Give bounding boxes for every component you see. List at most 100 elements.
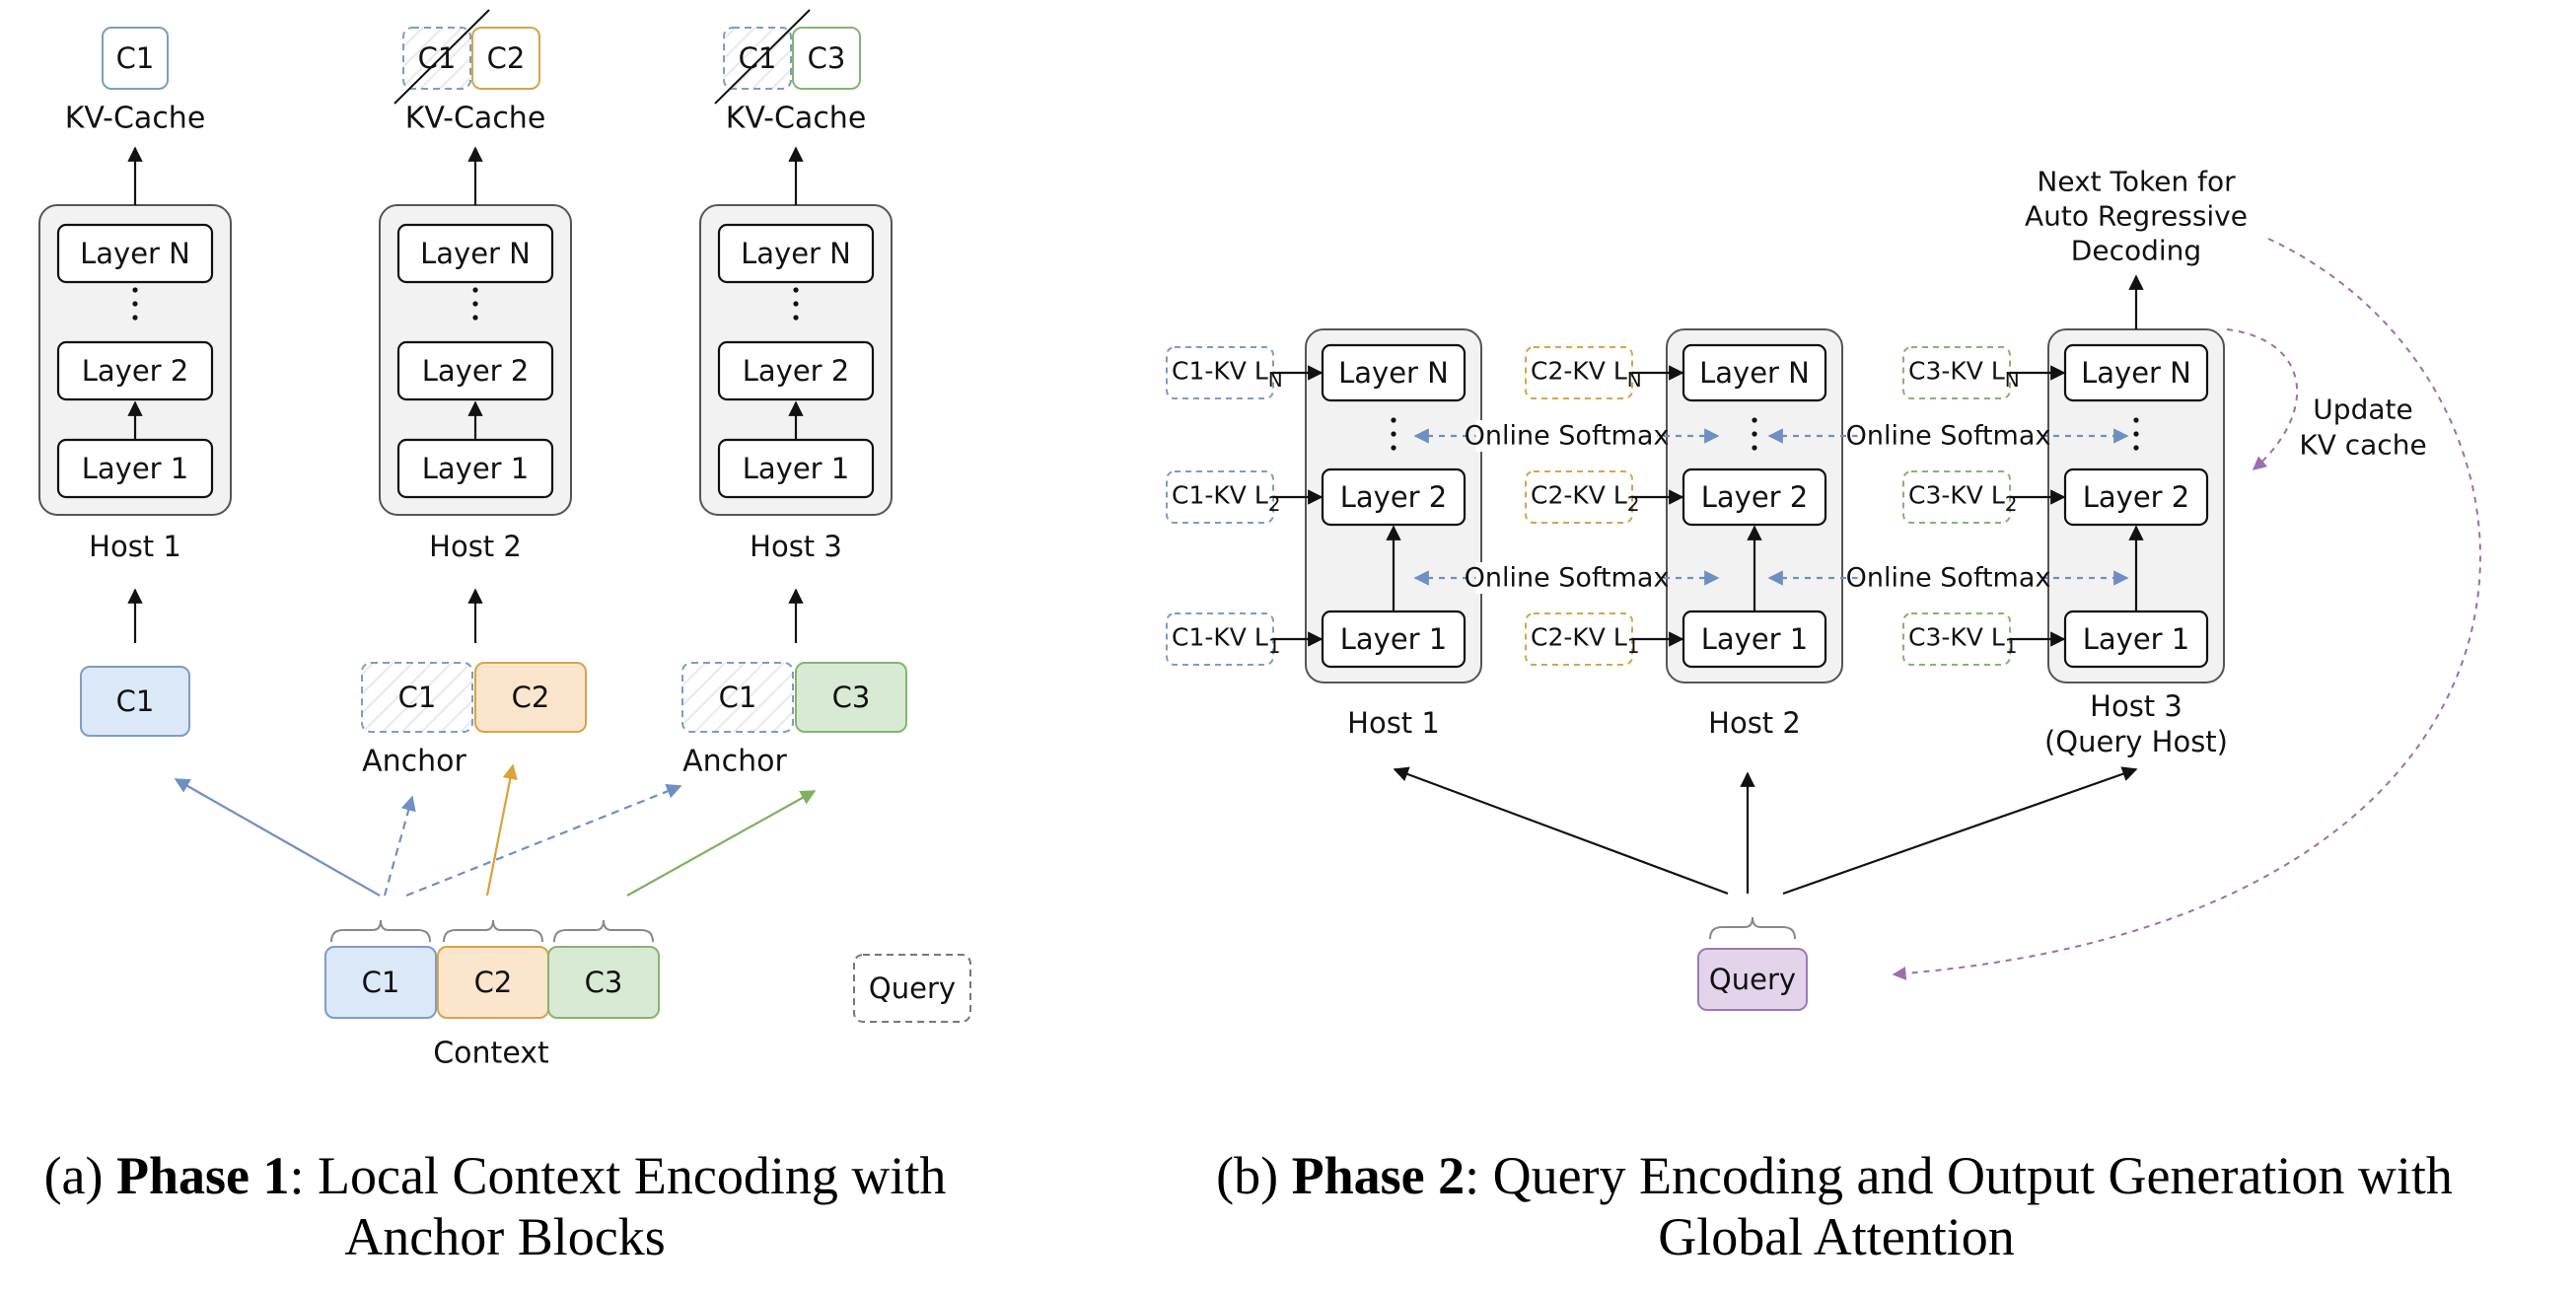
phase1-input-c2-label: C2 — [512, 681, 550, 714]
phase2-kv-subscript: 1 — [1268, 634, 1281, 658]
phase1-layer-2: Layer 2 — [717, 340, 875, 401]
phase1-layer-2: Layer 2 — [56, 340, 214, 401]
phase1-arrow-c3-host3 — [626, 790, 817, 897]
caption-a-line2: Anchor Blocks — [344, 1207, 665, 1266]
phase2-layer-1: Layer 1 — [1321, 610, 1467, 669]
phase2-layer-n: Layer N — [2063, 343, 2209, 402]
phase1-layer-2-label: Layer 2 — [422, 354, 530, 388]
phase1-layer-2: Layer 2 — [396, 340, 554, 401]
phase1-input-c1-label: C1 — [116, 684, 155, 718]
phase2-kv-subscript: 1 — [2005, 634, 2018, 658]
phase1-kv-block-c2: C2 — [471, 27, 540, 90]
phase2-layer-1-label: Layer 1 — [1340, 622, 1448, 656]
softmax-label-bg — [1475, 420, 1658, 452]
phase1-kv-block-c1-label: C1 — [116, 41, 155, 75]
phase2-kv-block: C2-KV LN — [1525, 346, 1684, 399]
phase1-kvcache-label: KV-Cache — [65, 102, 206, 136]
phase1-query-block-label: Query — [869, 971, 956, 1005]
phase1-layer-2-label: Layer 2 — [82, 354, 189, 388]
phase2-query-block: Query — [1697, 948, 1808, 1011]
phase2-kv-block: C3-KV L1 — [1902, 612, 2066, 666]
phase1-layer-1: Layer 1 — [396, 438, 554, 499]
phase1-layer-1-label: Layer 1 — [422, 452, 530, 485]
phase1-host-label: Host 2 — [429, 530, 522, 563]
phase2-arrow-host3 — [1782, 766, 2138, 896]
phase2-layer-1: Layer 1 — [1682, 610, 1827, 669]
phase2-kv-subscript: N — [1268, 368, 1283, 392]
phase2-kv-subscript: N — [2005, 368, 2020, 392]
phase1-context-c1-label: C1 — [362, 966, 400, 999]
phase2-host-label: Host 1 — [1347, 706, 1440, 740]
phase1-context-brace-c1 — [330, 919, 431, 943]
phase1-kvcache-label: KV-Cache — [405, 102, 546, 136]
phase1-kv-strike — [714, 9, 811, 105]
phase2-host-label: Host 3 — [2090, 689, 2182, 723]
phase2-layer-n-label: Layer N — [2081, 356, 2191, 390]
phase2-layer-n-label: Layer N — [1338, 356, 1449, 390]
phase1-input-anchor: C1 — [361, 662, 473, 733]
phase2-kv-subscript: 2 — [1268, 492, 1281, 516]
phase1-context-c2-label: C2 — [474, 966, 513, 999]
phase2-kv-subscript: 2 — [2005, 492, 2018, 516]
phase1-kv-block-c3: C3 — [792, 27, 861, 90]
phase2-host-label: Host 2 — [1708, 706, 1801, 740]
phase2-kv-block: C1-KV L1 — [1166, 612, 1324, 666]
phase1-layer-dots — [472, 287, 478, 321]
online-softmax-label: Online Softmax — [1465, 563, 1670, 594]
phase2-query-block-label: Query — [1709, 963, 1796, 996]
phase1-input-c1: C1 — [80, 666, 190, 737]
phase1-kv-strike — [394, 9, 490, 105]
phase2-layer-2: Layer 2 — [2063, 467, 2209, 527]
phase1-context-brace-c3 — [553, 919, 654, 943]
phase2-layer-2-label: Layer 2 — [1701, 480, 1809, 514]
phase2-next-token-line-2: Auto Regressive — [2025, 200, 2248, 233]
phase2-next-token-line-3: Decoding — [2071, 235, 2201, 267]
phase1-anchor-label: Anchor — [362, 745, 466, 779]
phase2-arrow-host1 — [1393, 766, 1729, 896]
phase2-layer-2: Layer 2 — [1682, 467, 1827, 527]
caption-b-line2: Global Attention — [1658, 1207, 2014, 1266]
phase2-layer-dots — [1391, 417, 1396, 451]
phase2-feedback-arrow — [1892, 238, 2481, 980]
phase1-context-label: Context — [433, 1037, 549, 1071]
phase1-arrow-c1-anchor2 — [383, 795, 416, 897]
phase1-kv-block-c1: C1 — [102, 27, 169, 90]
softmax-label-bg — [1475, 562, 1658, 594]
phase2-host3-sublabel: (Query Host) — [2044, 725, 2228, 758]
phase2-layer-1-label: Layer 1 — [2083, 622, 2190, 656]
online-softmax-label: Online Softmax — [1465, 421, 1670, 452]
phase1-context-c3: C3 — [547, 946, 660, 1019]
phase2-layer-1: Layer 1 — [2063, 610, 2209, 669]
softmax-label-bg — [1857, 562, 2039, 594]
phase2-kv-subscript: 2 — [1627, 492, 1640, 516]
phase2-layer-n: Layer N — [1321, 343, 1467, 402]
phase1-context-c1: C1 — [324, 946, 437, 1019]
phase1-context-brace-c2 — [443, 919, 543, 943]
phase1-kv-block-anchor-label: C1 — [739, 41, 777, 75]
online-softmax-label: Online Softmax — [1846, 563, 2051, 594]
phase1-context-c2: C2 — [437, 946, 549, 1019]
phase1-input-anchor-label: C1 — [719, 681, 757, 714]
phase2-layer-2-label: Layer 2 — [2083, 480, 2190, 514]
phase2-layer-dots — [1752, 417, 1757, 451]
phase2-layer-n: Layer N — [1682, 343, 1827, 402]
phase1-layer-n: Layer N — [717, 223, 875, 284]
phase1-input-c3-label: C3 — [832, 681, 871, 714]
phase2-kv-block: C3-KV LN — [1902, 346, 2066, 399]
phase1-layer-1: Layer 1 — [56, 438, 214, 499]
phase2-query-brace — [1709, 916, 1796, 940]
phase2-next-token-line-1: Next Token for — [2037, 166, 2236, 198]
phase1-layer-dots — [132, 287, 138, 321]
phase2-softmax-mid-right: Online Softmax — [1767, 562, 2129, 594]
phase2-kv-block: C2-KV L1 — [1525, 612, 1684, 666]
phase1-arrow-c1-anchor3 — [405, 783, 682, 898]
phase1-input-c2: C2 — [474, 662, 587, 733]
phase1-kv-block-c3-label: C3 — [808, 41, 846, 75]
